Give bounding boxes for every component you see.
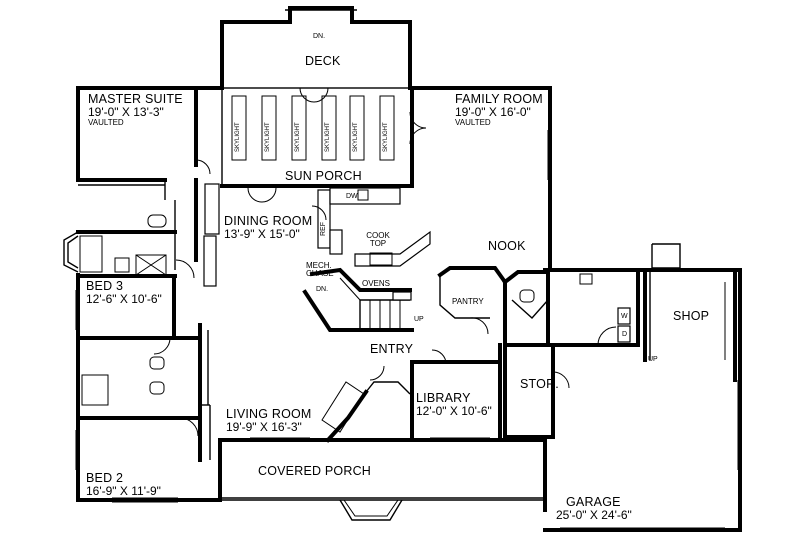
covered-porch-label: COVERED PORCH [258, 464, 372, 478]
master-suite-label: MASTER SUITE [88, 92, 183, 106]
exterior-walls [76, 86, 742, 532]
shop [643, 243, 737, 382]
library-dims: 12'-0" X 10'-6" [416, 404, 492, 418]
bed3-bath [76, 230, 195, 279]
skylight-1-label: SKYLIGHT [235, 122, 241, 152]
shop-label: SHOP [673, 309, 710, 323]
ovens-label: OVENS [362, 279, 391, 288]
garage-dims: 25'-0" X 24'-6" [556, 508, 632, 522]
bed2-label: BED 2 [86, 471, 124, 485]
dryer-label: D [622, 331, 628, 338]
covered-porch [220, 497, 545, 521]
garage-label: GARAGE [566, 495, 621, 509]
sun-porch-label: SUN PORCH [285, 169, 362, 183]
living-room-label: LIVING ROOM [226, 407, 312, 421]
stair [302, 267, 414, 332]
pantry-label: PANTRY [452, 297, 484, 306]
family-room-label: FAMILY ROOM [455, 92, 543, 106]
library-label: LIBRARY [416, 391, 471, 405]
deck-outline [220, 6, 412, 90]
deck-label: DECK [305, 54, 341, 68]
living-room-dims: 19'-9" X 16'-3" [226, 420, 302, 434]
master-suite-walls [76, 86, 211, 270]
skylight-6-label: SKYLIGHT [383, 122, 389, 152]
sun-porch [220, 87, 427, 188]
dining-room-dims: 13'-9" X 15'-0" [224, 227, 300, 241]
entry-label: ENTRY [370, 342, 414, 356]
deck-stair-label: DN. [313, 33, 326, 40]
stair-down-label: DN. [316, 286, 329, 293]
bay-window [63, 231, 79, 273]
master-suite-note: VAULTED [88, 118, 124, 127]
dining-room-label: DINING ROOM [224, 214, 313, 228]
library-entry [321, 343, 502, 443]
pantry-laundry [437, 266, 640, 347]
bed3-dims: 12'-6" X 10'-6" [86, 292, 162, 306]
skylight-3-label: SKYLIGHT [295, 122, 301, 152]
skylight-5-label: SKYLIGHT [353, 122, 359, 152]
kitchen [203, 183, 431, 287]
family-room-note: VAULTED [455, 118, 491, 127]
master-suite-dims: 19'-0" X 13'-3" [88, 105, 164, 119]
skylight-2-label: SKYLIGHT [265, 122, 271, 152]
ref-label: REF [320, 222, 327, 236]
skylight-4-label: SKYLIGHT [325, 122, 331, 152]
dw-label: DW [346, 193, 358, 200]
shop-step-label: UP [648, 356, 658, 363]
family-room-dims: 19'-0" X 16'-0" [455, 105, 531, 119]
storage [503, 343, 570, 439]
mech-chase-label: MECH. CHASE [306, 261, 334, 278]
bed2-dims: 16'-9" X 11'-9" [86, 484, 161, 498]
washer-label: W [621, 313, 628, 320]
nook-label: NOOK [488, 239, 526, 253]
stair-up-label: UP [414, 316, 424, 323]
cook-top-label: COOK TOP [366, 231, 390, 248]
bed-walls [76, 274, 211, 462]
windows [75, 130, 739, 503]
bed3-label: BED 3 [86, 279, 124, 293]
storage-label: STOR. [520, 377, 559, 391]
